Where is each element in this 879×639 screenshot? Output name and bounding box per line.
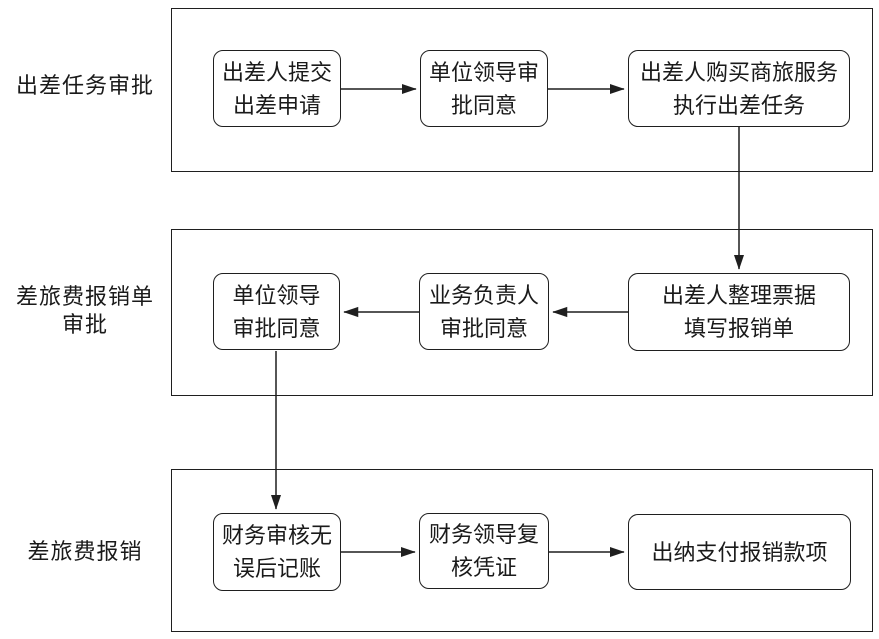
- lane-label-expense-reimbursement: 差旅费报销: [27, 539, 143, 564]
- node-submit-request: 出差人提交 出差申请: [213, 50, 341, 127]
- node-finance-audit-record: 财务审核无 误后记账: [213, 513, 341, 591]
- node-purchase-and-execute: 出差人购买商旅服务 执行出差任务: [628, 50, 850, 127]
- node-unit-leader-approve-form: 单位领导 审批同意: [213, 273, 340, 350]
- lane-expense-form-approval: [171, 229, 873, 396]
- lane-task-approval: [171, 8, 873, 172]
- node-finance-leader-review: 财务领导复 核凭证: [419, 513, 549, 589]
- node-organize-receipts: 出差人整理票据 填写报销单: [628, 273, 850, 351]
- lane-expense-reimbursement: [171, 469, 873, 632]
- node-unit-leader-approve: 单位领导审 批同意: [420, 50, 548, 127]
- lane-label-expense-form-approval: 差旅费报销单 审批: [15, 284, 154, 337]
- lane-label-task-approval: 出差任务审批: [15, 73, 154, 98]
- node-manager-approve: 业务负责人 审批同意: [419, 273, 549, 350]
- node-cashier-pay: 出纳支付报销款项: [628, 514, 851, 590]
